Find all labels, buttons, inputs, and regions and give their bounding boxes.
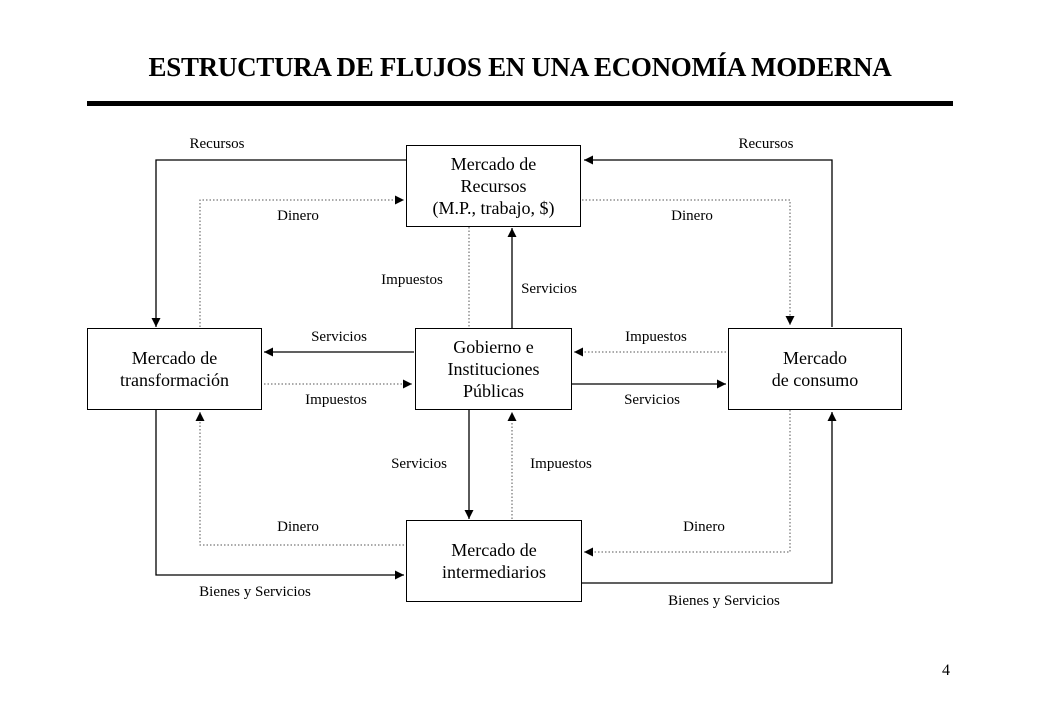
node-intermediarios-line2: intermediarios <box>442 562 546 582</box>
label-servicios-from-recursos: Servicios <box>521 281 577 297</box>
node-consumo-line1: Mercado <box>783 348 847 368</box>
label-servicios-to-intermediarios: Servicios <box>391 456 447 472</box>
flow-transformacion-to-recursos-dinero <box>199 195 404 327</box>
node-intermediarios-line1: Mercado de <box>451 540 537 560</box>
flow-intermediarios-to-transformacion-dinero <box>195 412 404 546</box>
node-consumo-line2: de consumo <box>771 370 859 390</box>
node-gobierno-line1: Gobierno e <box>453 337 534 357</box>
label-servicios-to-consumo: Servicios <box>624 392 680 408</box>
node-mercado-consumo: Mercado de consumo <box>728 328 902 410</box>
node-gobierno: Gobierno e Instituciones Públicas <box>415 328 572 410</box>
label-impuestos-from-intermediarios: Impuestos <box>530 456 592 472</box>
title-rule <box>87 101 953 106</box>
node-mercado-transformacion: Mercado de transformación <box>87 328 262 410</box>
label-impuestos-from-consumo: Impuestos <box>625 329 687 345</box>
node-mercado-recursos: Mercado de Recursos (M.P., trabajo, $) <box>406 145 581 227</box>
label-dinero-top-left: Dinero <box>277 208 319 224</box>
label-bienes-servicios-left: Bienes y Servicios <box>199 584 311 600</box>
label-servicios-to-transformacion: Servicios <box>311 329 367 345</box>
node-mercado-intermediarios: Mercado de intermediarios <box>406 520 582 602</box>
node-gobierno-line2: Instituciones <box>447 359 540 379</box>
node-gobierno-line3: Públicas <box>463 381 524 401</box>
label-dinero-bottom-right: Dinero <box>683 519 725 535</box>
flow-recursos-to-transformacion <box>151 159 406 327</box>
flow-consumo-to-recursos <box>584 155 833 327</box>
label-recursos-right: Recursos <box>738 136 794 152</box>
label-impuestos-to-recursos: Impuestos <box>381 272 443 288</box>
page-title: ESTRUCTURA DE FLUJOS EN UNA ECONOMÍA MOD… <box>148 52 892 82</box>
label-impuestos-from-transformacion: Impuestos <box>305 392 367 408</box>
label-dinero-top-right: Dinero <box>671 208 713 224</box>
node-recursos-line2: Recursos <box>460 176 527 196</box>
node-transformacion-line2: transformación <box>120 370 229 390</box>
node-recursos-line3: (M.P., trabajo, $) <box>432 198 555 218</box>
flow-recursos-to-consumo-dinero <box>582 199 795 325</box>
label-dinero-bottom-left: Dinero <box>277 519 319 535</box>
flow-intermediarios-to-consumo-bienes <box>582 412 837 584</box>
label-bienes-servicios-right: Bienes y Servicios <box>668 593 780 609</box>
node-recursos-line1: Mercado de <box>450 154 537 174</box>
node-transformacion-line1: Mercado de <box>131 348 218 368</box>
page-number: 4 <box>942 662 950 679</box>
label-recursos-left: Recursos <box>189 136 245 152</box>
flow-transformacion-to-intermediarios-bienes <box>155 410 404 580</box>
